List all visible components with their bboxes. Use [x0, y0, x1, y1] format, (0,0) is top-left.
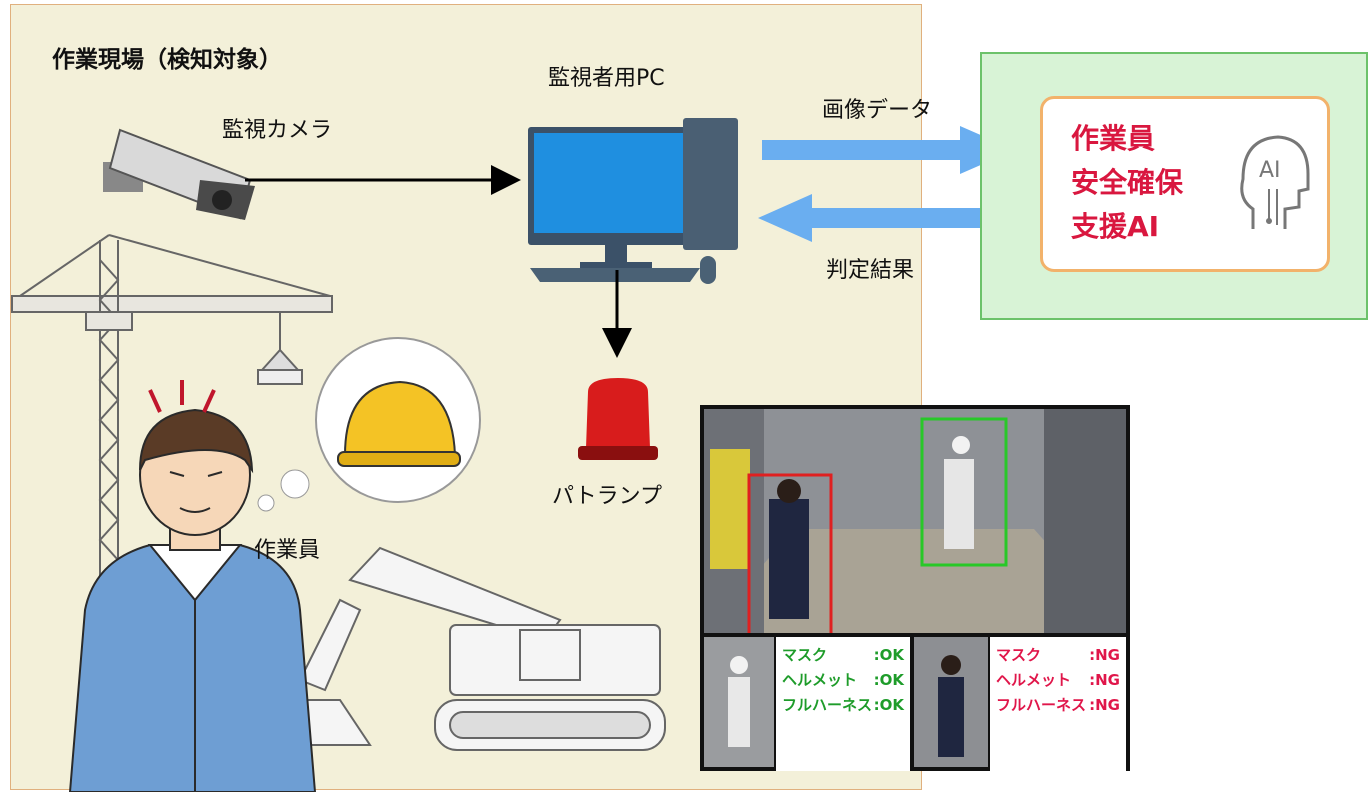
ng-status-row: フルハーネス:NG	[990, 693, 1126, 718]
ai-head-icon: AI	[1240, 135, 1310, 229]
patrol-lamp-illustration	[578, 378, 658, 460]
check-item-label: マスク	[782, 646, 828, 664]
check-item-label: ヘルメット	[996, 671, 1072, 689]
ai-card: 作業員 安全確保 支援AI AI	[1040, 96, 1330, 272]
ng-status-row: マスク :NG	[990, 643, 1126, 668]
ok-status-row: フルハーネス:OK	[776, 693, 910, 718]
camera-illustration	[103, 128, 255, 220]
ai-icon-text: AI	[1259, 158, 1281, 183]
check-item-value: :OK	[873, 646, 904, 664]
worker-label: 作業員	[254, 538, 321, 563]
detection-view-panel: マスク:OK ヘルメット:OK フルハーネス:OK マスク:NG ヘルメット:N…	[700, 405, 1130, 771]
check-item-value: :OK	[873, 696, 904, 714]
crane-illustration	[11, 234, 333, 630]
ai-title: 作業員 安全確保 支援AI	[1071, 117, 1183, 249]
ai-title-line: 安全確保	[1071, 166, 1184, 199]
ok-status-row: マスク :OK	[776, 643, 910, 668]
result-label: 判定結果	[826, 258, 915, 283]
result-arrow	[758, 194, 1008, 242]
image-data-label: 画像データ	[822, 98, 933, 123]
check-item-label: フルハーネス	[782, 696, 873, 714]
pc-label: 監視者用PC	[548, 66, 665, 91]
ai-title-line: 支援AI	[1071, 210, 1160, 243]
ng-worker-thumbnail	[914, 637, 988, 767]
excavator-illustration	[278, 546, 666, 751]
main-camera-image	[704, 409, 1126, 633]
check-item-value: :NG	[1089, 646, 1120, 664]
check-item-label: フルハーネス	[996, 696, 1087, 714]
patrol-lamp-label: パトランプ	[552, 484, 663, 509]
image-data-arrow	[762, 126, 1015, 174]
work-site-title: 作業現場（検知対象）	[52, 47, 282, 73]
check-item-label: マスク	[996, 646, 1042, 664]
pc-illustration	[528, 118, 738, 284]
ng-status-row: ヘルメット :NG	[990, 668, 1126, 693]
ok-status-row: ヘルメット :OK	[776, 668, 910, 693]
check-item-value: :NG	[1089, 671, 1120, 689]
ok-status-panel: マスク:OK ヘルメット:OK フルハーネス:OK	[776, 637, 910, 771]
check-item-label: ヘルメット	[782, 671, 858, 689]
helmet-thought-bubble	[257, 337, 481, 512]
camera-label: 監視カメラ	[222, 118, 333, 143]
check-item-value: :NG	[1089, 696, 1120, 714]
ai-title-line: 作業員	[1071, 122, 1156, 155]
ok-worker-thumbnail	[704, 637, 774, 767]
worker-illustration	[68, 380, 317, 792]
ng-status-panel: マスク:NG ヘルメット:NG フルハーネス:NG	[990, 637, 1126, 771]
check-item-value: :OK	[873, 671, 904, 689]
